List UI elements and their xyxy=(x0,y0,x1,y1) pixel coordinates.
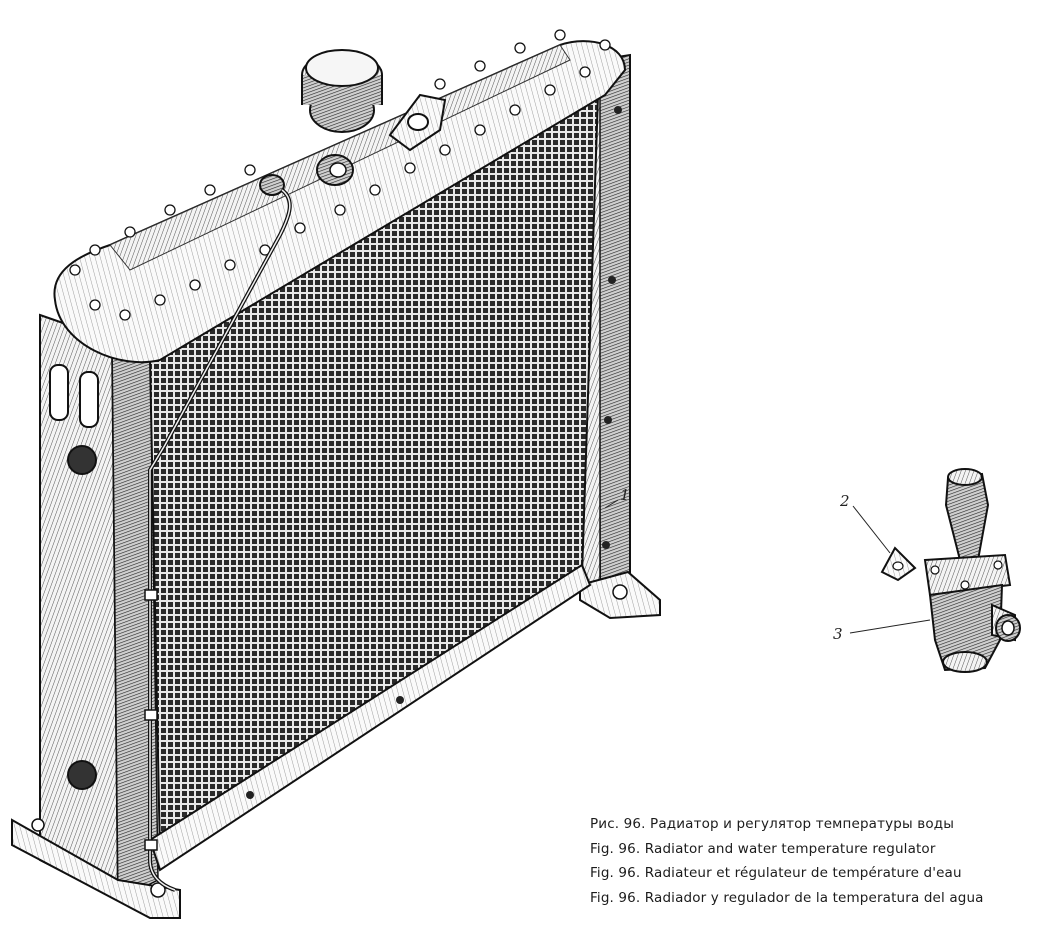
caption-french: Fig. 96. Radiateur et régulateur de temp… xyxy=(590,865,962,881)
gasket xyxy=(880,546,917,582)
temperature-regulator xyxy=(923,468,1021,673)
callout-3: 3 xyxy=(833,625,843,643)
callout-1: 1 xyxy=(620,486,630,504)
caption-russian: Рис. 96. Радиатор и регулятор температур… xyxy=(590,816,955,832)
sensor-fitting xyxy=(259,154,354,196)
caption-english: Fig. 96. Radiator and water temperature … xyxy=(590,840,936,857)
figure-caption: Рис. 96. Радиатор и регулятор температур… xyxy=(590,812,1050,910)
outlet-flange xyxy=(388,93,447,152)
callout-2: 2 xyxy=(840,492,850,510)
caption-spanish: Fig. 96. Radiador y regulador de la temp… xyxy=(590,889,984,906)
radiator-left-panel xyxy=(11,313,181,919)
filler-cap xyxy=(301,49,383,133)
radiator-bottom-rail xyxy=(148,563,592,872)
